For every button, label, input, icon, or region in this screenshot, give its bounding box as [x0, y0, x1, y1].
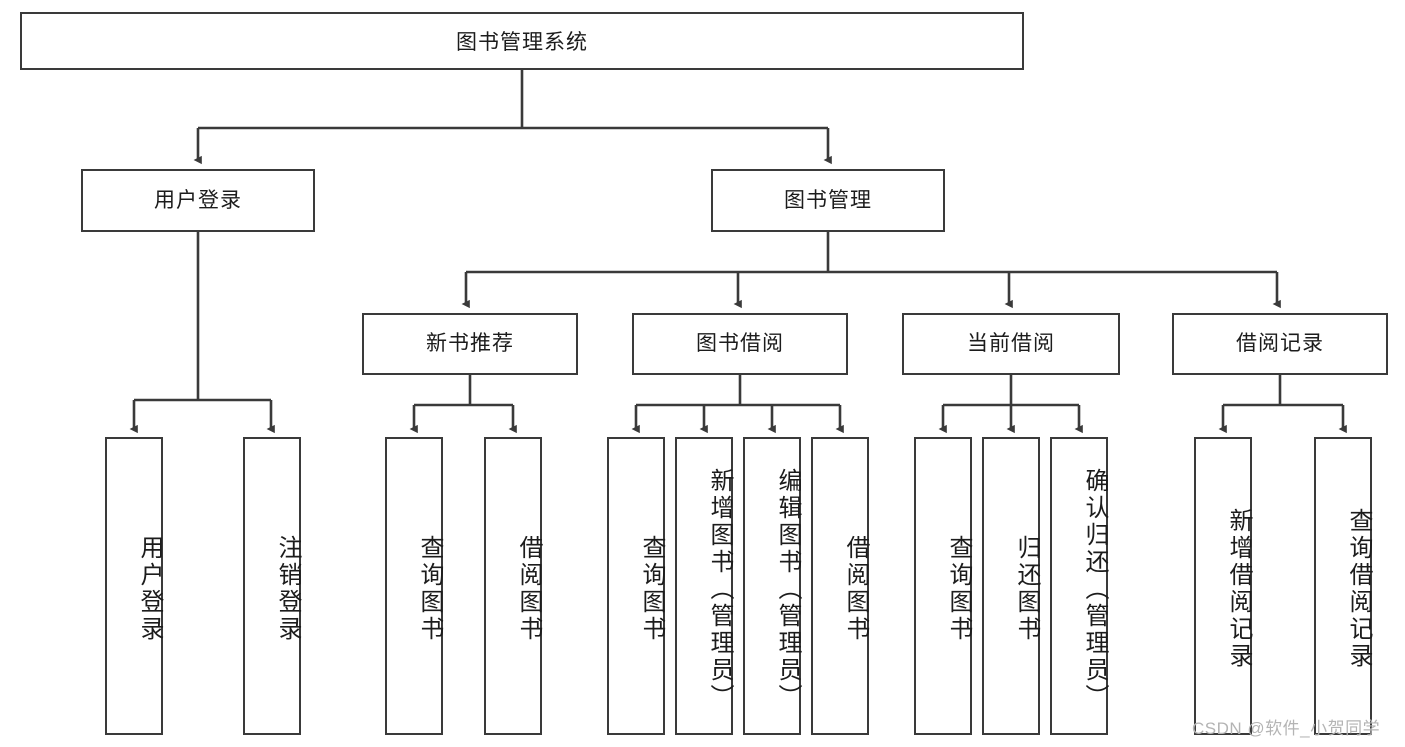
leaf-recommend-query-book-label: 查询图书: [416, 535, 443, 643]
node-new-book-recommend[interactable]: 新书推荐: [362, 313, 578, 375]
leaf-user-login-label: 用户登录: [136, 535, 163, 643]
leaf-record-add-record-label: 新增借阅记录: [1225, 508, 1252, 670]
node-borrow-record-label: 借阅记录: [1236, 332, 1324, 356]
node-user-login-label: 用户登录: [154, 188, 242, 212]
node-current-borrow[interactable]: 当前借阅: [902, 313, 1120, 375]
leaf-current-query-book[interactable]: 查询图书: [914, 437, 972, 735]
leaf-borrow-add-book-admin[interactable]: 新增图书（管理员）: [675, 437, 733, 735]
leaf-borrow-borrow-book-label: 借阅图书: [842, 535, 869, 643]
watermark-text: CSDN @软件_小贺同学: [1192, 719, 1381, 738]
leaf-borrow-borrow-book[interactable]: 借阅图书: [811, 437, 869, 735]
node-new-book-recommend-label: 新书推荐: [426, 332, 514, 356]
node-book-borrow[interactable]: 图书借阅: [632, 313, 848, 375]
leaf-logout-label: 注销登录: [274, 535, 301, 643]
leaf-recommend-borrow-book[interactable]: 借阅图书: [484, 437, 542, 735]
node-root-book-management-system[interactable]: 图书管理系统: [20, 12, 1024, 70]
leaf-recommend-query-book[interactable]: 查询图书: [385, 437, 443, 735]
leaf-borrow-edit-book-admin-label: 编辑图书（管理员）: [774, 467, 801, 711]
leaf-logout[interactable]: 注销登录: [243, 437, 301, 735]
leaf-borrow-query-book[interactable]: 查询图书: [607, 437, 665, 735]
leaf-record-query-record-label: 查询借阅记录: [1345, 508, 1372, 670]
node-user-login[interactable]: 用户登录: [81, 169, 315, 232]
node-book-borrow-label: 图书借阅: [696, 332, 784, 356]
leaf-record-query-record[interactable]: 查询借阅记录: [1314, 437, 1372, 735]
leaf-current-return-book[interactable]: 归还图书: [982, 437, 1040, 735]
leaf-current-query-book-label: 查询图书: [945, 535, 972, 643]
leaf-user-login[interactable]: 用户登录: [105, 437, 163, 735]
leaf-current-confirm-return-admin[interactable]: 确认归还（管理员）: [1050, 437, 1108, 735]
node-root-label: 图书管理系统: [456, 31, 588, 54]
node-book-management[interactable]: 图书管理: [711, 169, 945, 232]
leaf-borrow-edit-book-admin[interactable]: 编辑图书（管理员）: [743, 437, 801, 735]
leaf-recommend-borrow-book-label: 借阅图书: [515, 535, 542, 643]
leaf-borrow-query-book-label: 查询图书: [638, 535, 665, 643]
leaf-record-add-record[interactable]: 新增借阅记录: [1194, 437, 1252, 735]
leaf-borrow-add-book-admin-label: 新增图书（管理员）: [706, 467, 733, 711]
node-borrow-record[interactable]: 借阅记录: [1172, 313, 1388, 375]
node-book-management-label: 图书管理: [784, 188, 872, 212]
node-current-borrow-label: 当前借阅: [967, 332, 1055, 356]
leaf-current-confirm-return-admin-label: 确认归还（管理员）: [1081, 467, 1108, 711]
leaf-current-return-book-label: 归还图书: [1013, 535, 1040, 643]
